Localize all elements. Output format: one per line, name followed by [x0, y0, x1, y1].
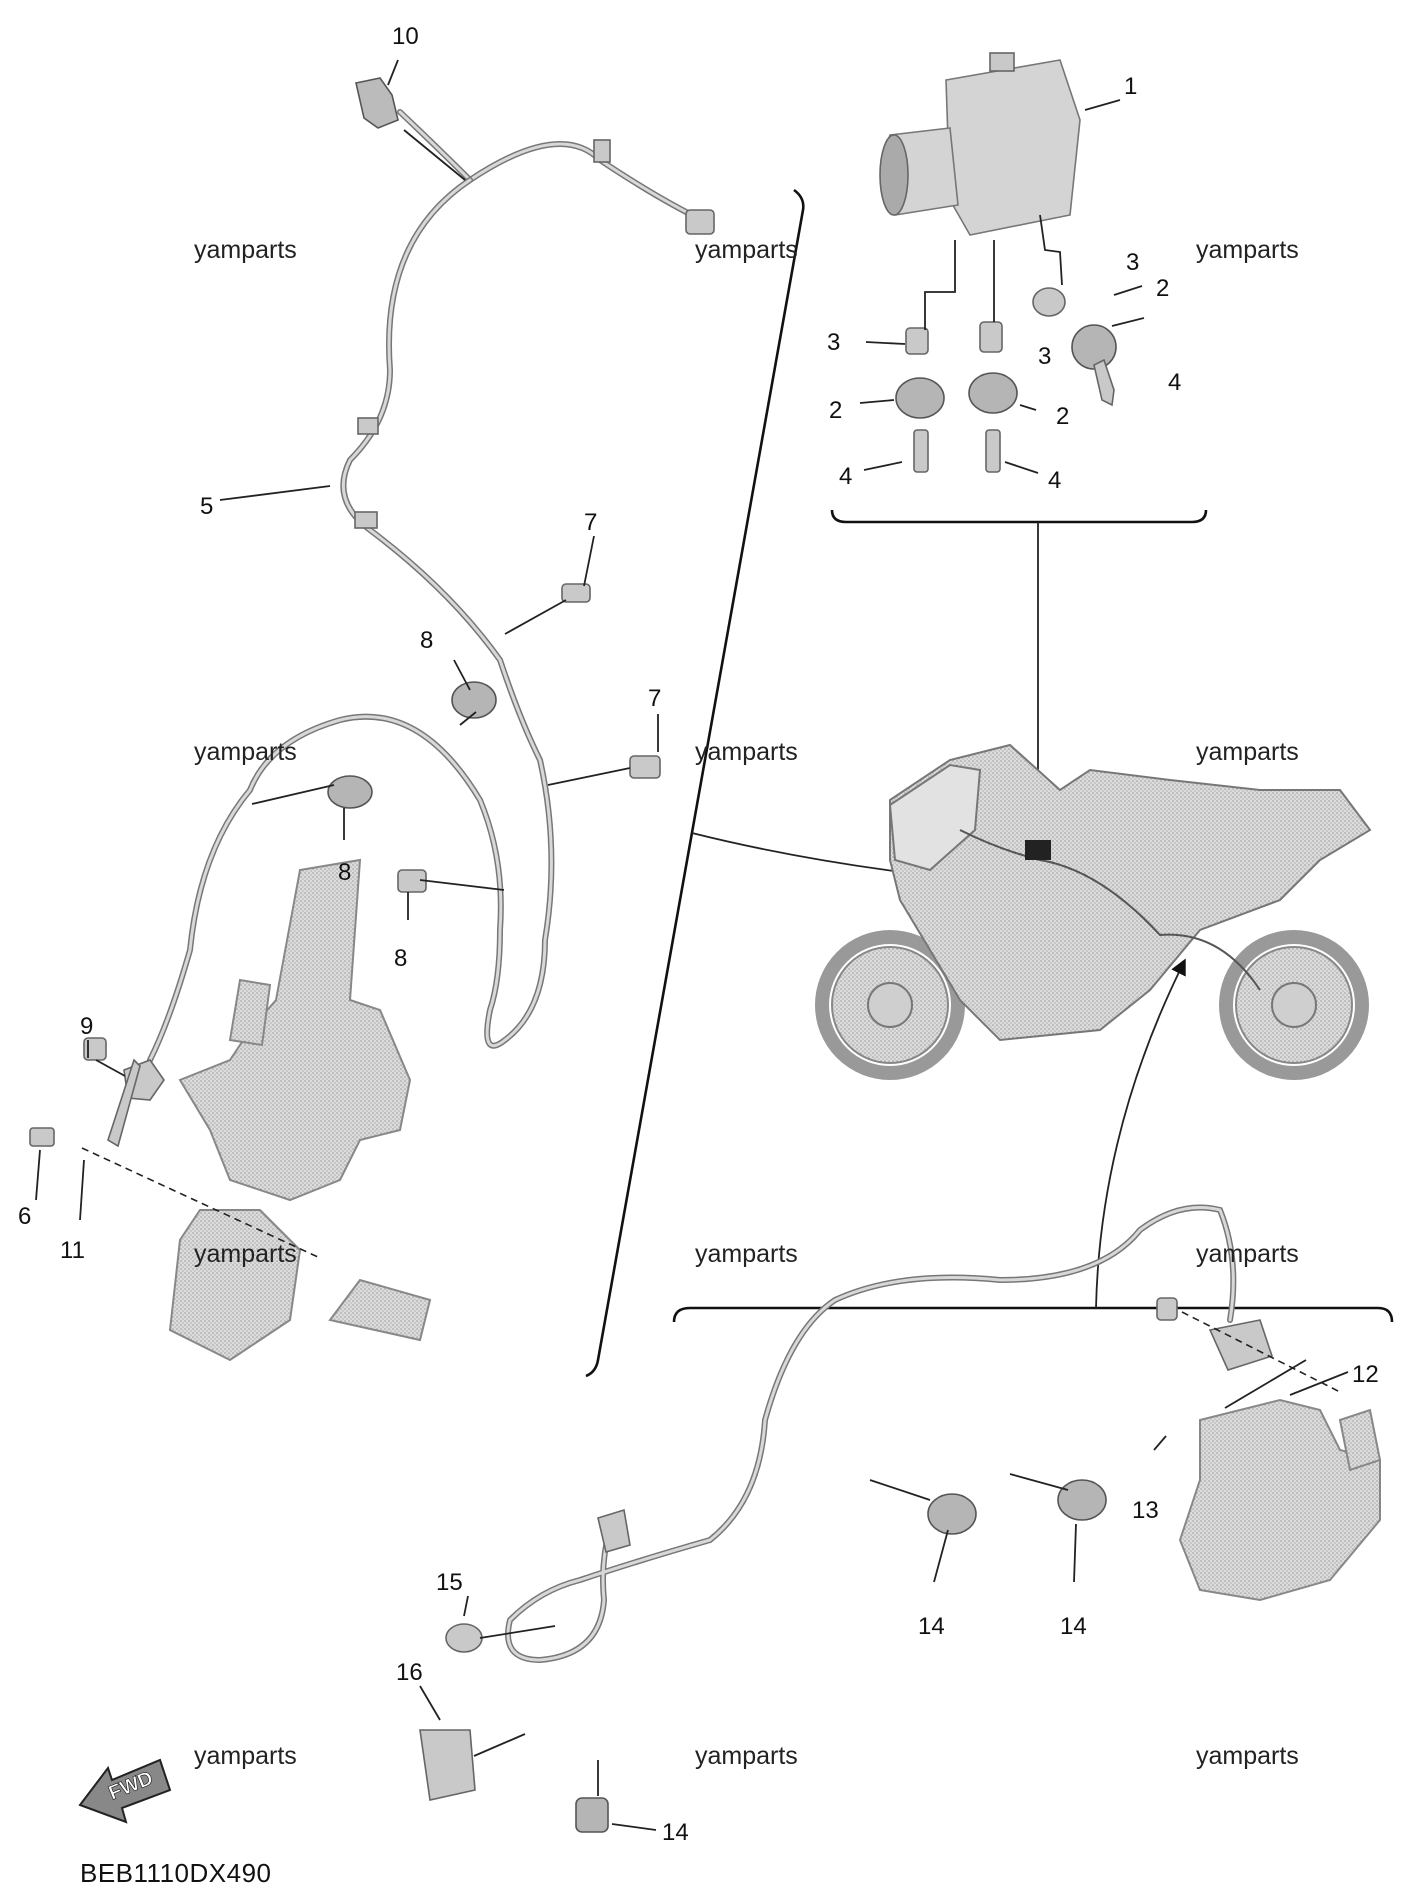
callout-7: 7: [648, 685, 661, 712]
callout-2: 2: [1056, 403, 1069, 430]
callout-2: 2: [829, 397, 842, 424]
callout-3: 3: [1126, 249, 1139, 276]
watermark: yamparts: [1196, 236, 1299, 264]
callout-8: 8: [420, 627, 433, 654]
sensor-axis-dashed: [81, 1147, 321, 1259]
motorcycle-illustration: [815, 743, 1372, 1080]
callout-15: 15: [436, 1569, 463, 1596]
callout-labels: 1 3 2 3 3 4 2 2 4 4 10 5 7 8 7 8 8 9 6 1…: [18, 23, 1379, 1846]
callout-6: 6: [18, 1203, 31, 1230]
callout-16: 16: [396, 1659, 423, 1686]
rear-sensor-lead: [505, 1204, 1274, 1664]
rear-caliper-illustration: [1178, 1398, 1382, 1602]
watermark: yamparts: [1196, 1742, 1299, 1770]
callout-11: 11: [60, 1237, 85, 1264]
watermark: yamparts: [194, 1742, 297, 1770]
callout-14: 14: [662, 1819, 689, 1846]
callout-12: 12: [1352, 1361, 1379, 1388]
watermark: yamparts: [1196, 1240, 1299, 1268]
watermark: yamparts: [194, 1240, 297, 1268]
watermarks: yamparts yamparts yamparts yamparts yamp…: [194, 236, 1299, 1770]
rear-sensor-bracket: [672, 1306, 1394, 1323]
rear-sensor-axis-dashed: [1181, 1311, 1341, 1393]
watermark: yamparts: [194, 236, 297, 264]
hcu-bracket: [830, 509, 1208, 524]
callout-9: 9: [80, 1013, 93, 1040]
watermark: yamparts: [1196, 738, 1299, 766]
callout-4: 4: [1168, 369, 1181, 396]
callout-2: 2: [1156, 275, 1169, 302]
watermark: yamparts: [695, 738, 798, 766]
callout-10: 10: [392, 23, 419, 50]
callout-8: 8: [338, 859, 351, 886]
callout-5: 5: [200, 493, 213, 520]
front-fork-illustration: [29, 858, 432, 1362]
callout-13: 13: [1132, 1497, 1159, 1524]
divider-line: [585, 188, 805, 1378]
clips-front: [327, 583, 661, 893]
hcu-unit: [879, 52, 1081, 236]
fwd-arrow-icon: FWD: [78, 1758, 172, 1824]
callout-7: 7: [584, 509, 597, 536]
watermark: yamparts: [695, 236, 798, 264]
callout-3: 3: [1038, 343, 1051, 370]
callout-4: 4: [1048, 467, 1061, 494]
callout-14: 14: [918, 1613, 945, 1640]
leader-lines: [35, 59, 1349, 1831]
watermark: yamparts: [194, 738, 297, 766]
callout-1: 1: [1124, 73, 1137, 100]
clips-rear: [419, 1479, 1107, 1833]
callout-14: 14: [1060, 1613, 1087, 1640]
drawing-code: BEB1110DX490: [80, 1858, 272, 1888]
callout-4: 4: [839, 463, 852, 490]
hcu-hardware: [895, 287, 1117, 473]
watermark: yamparts: [695, 1240, 798, 1268]
watermark: yamparts: [695, 1742, 798, 1770]
callout-3: 3: [827, 329, 840, 356]
callout-8: 8: [394, 945, 407, 972]
front-sensor-lead: [147, 77, 715, 1063]
